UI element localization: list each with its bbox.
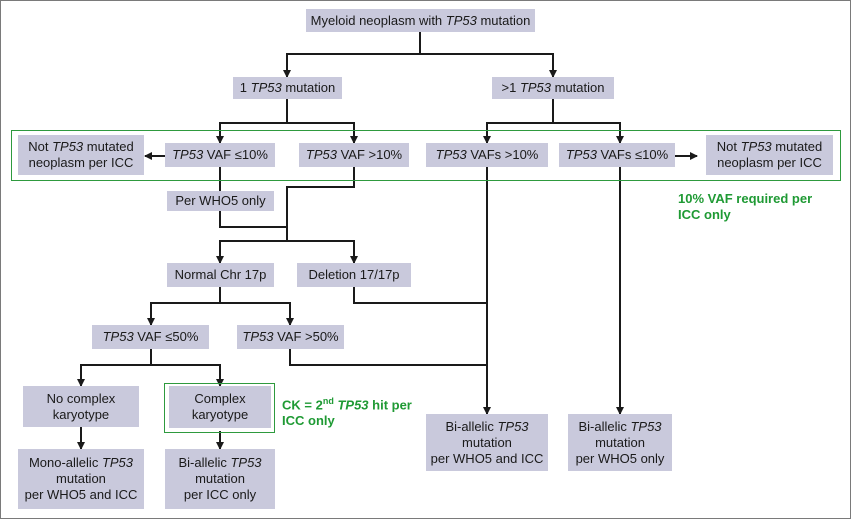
edge-multi-to-vafsgt10 xyxy=(483,99,554,144)
edge-who5-merge xyxy=(219,211,287,228)
node-bi-allelic-icc-only: Bi-allelic TP53 mutation per ICC only xyxy=(165,449,275,509)
node-vaf-le10: TP53 VAF ≤10% xyxy=(165,143,275,167)
edge-one-to-vafle10 xyxy=(216,99,288,144)
node-vaf-gt10: TP53 VAF >10% xyxy=(299,143,409,167)
node-complex-karyotype: Complex karyotype xyxy=(169,386,271,428)
node-normal-17p: Normal Chr 17p xyxy=(167,263,274,287)
ck-note: CK = 2nd TP53 hit per ICC only xyxy=(282,393,432,429)
edge-vafle50-to-ck xyxy=(151,364,224,387)
edge-del17p-to-bi xyxy=(353,287,487,304)
edge-vafgt50-to-bi xyxy=(289,349,487,366)
complex-karyotype-frame xyxy=(164,383,275,433)
edge-multi-to-vafsle10 xyxy=(553,122,624,144)
edge-vafgt10-merge xyxy=(286,167,355,241)
node-per-who5-only: Per WHO5 only xyxy=(167,191,274,211)
edge-normal-to-vafgt50 xyxy=(220,302,294,326)
node-one-mutation: 1 TP53 mutation xyxy=(233,77,342,99)
edge-to-del17p xyxy=(287,240,358,264)
node-bi-allelic-who5-only: Bi-allelic TP53 mutation per WHO5 only xyxy=(568,414,672,471)
node-not-mutated-left: Not TP53 mutated neoplasm per ICC xyxy=(18,135,144,175)
node-vafs-gt10: TP53 VAFs >10% xyxy=(426,143,548,167)
node-vaf-gt50: TP53 VAF >50% xyxy=(237,325,344,349)
icc-vaf-note: 10% VAF required per ICC only xyxy=(678,191,838,223)
edge-root-to-one xyxy=(283,32,421,78)
edge-normal-to-vafle50 xyxy=(147,287,221,326)
node-bi-allelic-who5-icc: Bi-allelic TP53 mutation per WHO5 and IC… xyxy=(426,414,548,471)
node-deletion-17p: Deletion 17/17p xyxy=(297,263,411,287)
node-not-mutated-right: Not TP53 mutated neoplasm per ICC xyxy=(706,135,833,175)
ck-note-italic: TP53 xyxy=(337,397,369,413)
edge-one-to-vafgt10 xyxy=(287,122,358,144)
node-mono-allelic: Mono-allelic TP53 mutation per WHO5 and … xyxy=(18,449,144,509)
icc-vaf-threshold-frame xyxy=(11,130,841,181)
node-no-complex-karyotype: No complex karyotype xyxy=(23,386,139,427)
ck-note-suffix: hit per xyxy=(368,397,412,413)
icc-vaf-note-line2: ICC only xyxy=(678,207,731,222)
node-multi-mutation: >1 TP53 mutation xyxy=(492,77,614,99)
edge-vafle50-to-nock xyxy=(77,349,152,387)
icc-vaf-note-line1: 10% VAF required per xyxy=(678,191,813,206)
node-root: Myeloid neoplasm with TP53 mutation xyxy=(306,9,535,32)
ck-note-sup: nd xyxy=(322,396,334,406)
edge-to-normal17p xyxy=(216,240,287,264)
node-vafs-le10: TP53 VAFs ≤10% xyxy=(559,143,675,167)
ck-note-line2: ICC only xyxy=(282,413,335,429)
edge-root-to-multi xyxy=(420,53,557,78)
node-vaf-le50: TP53 VAF ≤50% xyxy=(92,325,209,349)
ck-note-prefix: CK = 2 xyxy=(282,397,323,413)
